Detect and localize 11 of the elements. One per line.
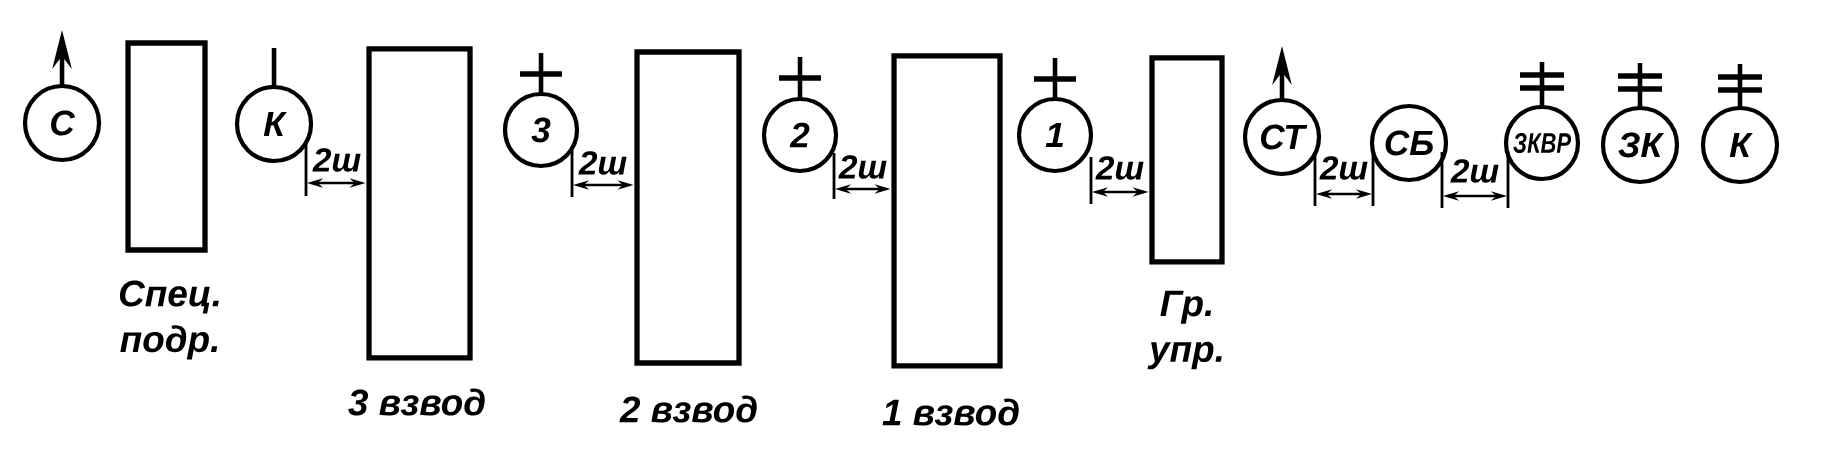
node-label: Спец. подр.: [119, 280, 219, 360]
dimension-label: 2ш: [1450, 159, 1499, 183]
dimension-label: 2ш: [838, 155, 887, 179]
node-label: 1 взвод: [882, 398, 1019, 426]
node-label: 2 взвод: [619, 395, 757, 423]
dimension-label: 2ш: [312, 148, 361, 172]
dimension-label: 2ш: [1095, 156, 1144, 180]
node-label: 3 взвод: [348, 388, 485, 416]
dimension-label: 2ш: [578, 151, 627, 175]
dimension-label: 2ш: [1319, 156, 1368, 180]
node-label: Гр. упр.: [1147, 290, 1222, 370]
